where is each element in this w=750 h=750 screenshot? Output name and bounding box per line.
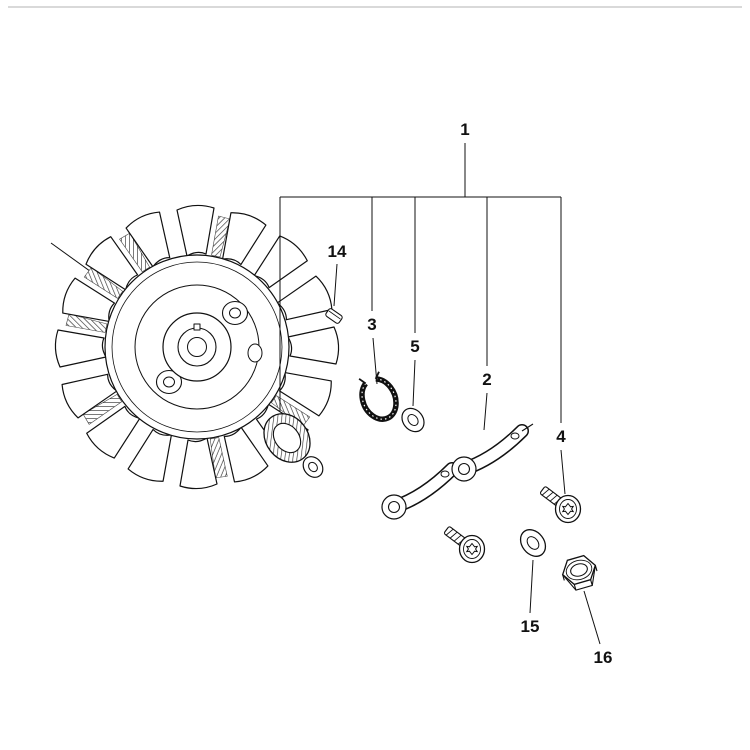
callout-label-5: 5 [410,337,420,356]
callout-label-1: 1 [460,120,470,139]
callout-label-16: 16 [593,648,613,667]
page-top-divider [8,6,742,8]
hex-nut [561,554,598,591]
retainer-ring [263,413,311,463]
callout-label-3: 3 [367,315,377,334]
exploded-parts [263,308,598,591]
magnet-edge [247,343,263,363]
torx-screw-2 [539,485,582,524]
flywheel-key [325,308,343,324]
starter-pawl-1 [382,462,463,519]
callout-label-15: 15 [520,617,540,636]
shaft-bore [187,337,207,357]
washer-5 [401,407,425,433]
assembly-bracket [280,143,561,198]
pawl-spring [358,371,399,422]
washer-small [302,456,324,478]
washer-15 [519,529,547,557]
keyway-slot [193,323,201,331]
magnet-boss-1 [221,300,249,326]
callout-leader-lines [279,143,601,645]
callout-label-14: 14 [327,242,347,261]
callout-label-2: 2 [482,370,492,389]
starter-pawl-2 [452,424,533,481]
torx-screw-1 [443,525,486,564]
flywheel [54,204,340,490]
callout-label-4: 4 [556,427,566,446]
